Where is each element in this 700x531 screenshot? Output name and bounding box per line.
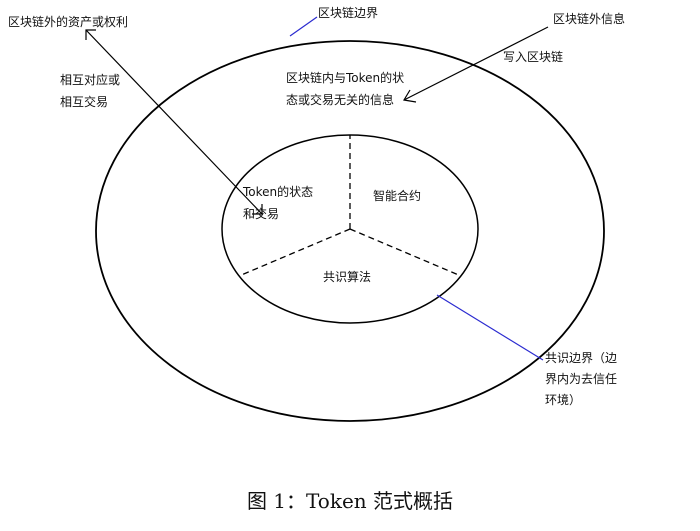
- mutual-arrow: [85, 29, 263, 215]
- assets-outside-label: 区块链外的资产或权利: [8, 14, 128, 29]
- write-arrow: [403, 26, 549, 103]
- mutual-label-1: 相互对应或: [60, 72, 120, 87]
- smart-contract-label: 智能合约: [373, 188, 421, 203]
- mutual-label-2: 相互交易: [60, 94, 108, 109]
- blockchain-boundary-ellipse: [95, 40, 605, 422]
- consensus-boundary-label-2: 界内为去信任: [545, 372, 617, 386]
- write-chain-label: 写入区块链: [503, 49, 563, 64]
- token-state-label-2: 和交易: [243, 206, 279, 221]
- inner-info-label-2: 态或交易无关的信息: [286, 92, 394, 107]
- consensus-boundary-label-3: 环境）: [545, 392, 581, 407]
- token-state-label-1: Token的状态: [242, 184, 313, 199]
- chain-boundary-label: 区块链边界: [318, 5, 378, 20]
- consensus-label: 共识算法: [323, 269, 371, 284]
- divider-right: [349, 228, 462, 277]
- info-outside-label: 区块链外信息: [553, 11, 625, 26]
- figure-caption: 图 1：Token 范式概括: [247, 489, 453, 513]
- inner-info-label-1: 区块链内与Token的状: [286, 70, 404, 85]
- consensus-boundary-label-1: 共识边界（边: [545, 351, 617, 365]
- chain-boundary-leader: [289, 16, 318, 37]
- consensus-boundary-leader: [436, 294, 544, 361]
- divider-left: [238, 228, 351, 277]
